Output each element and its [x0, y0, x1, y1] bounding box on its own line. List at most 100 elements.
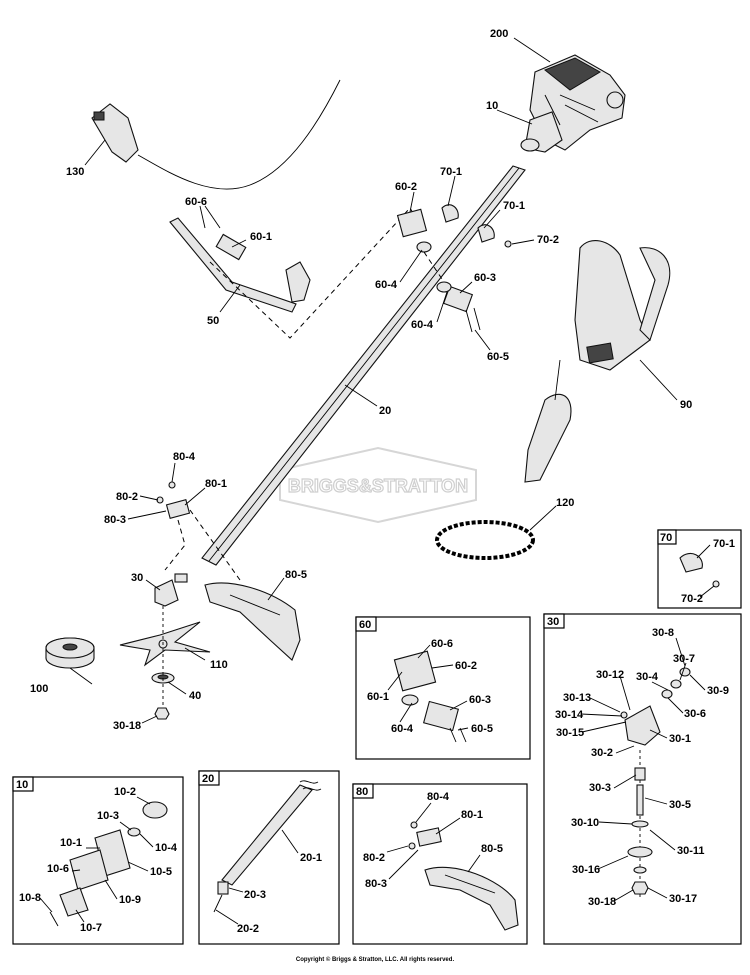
- inset-70: 70 70-1 70-2: [657, 529, 742, 609]
- callout-60-6: 60-6: [185, 196, 207, 208]
- callout-60-4b: 60-4: [411, 319, 434, 331]
- svg-text:20-1: 20-1: [300, 852, 322, 864]
- clip-part: [441, 204, 512, 248]
- callout-60-5: 60-5: [487, 351, 509, 363]
- nut-part: [154, 707, 170, 720]
- svg-text:30-2: 30-2: [591, 747, 613, 759]
- svg-text:80-1: 80-1: [461, 809, 483, 821]
- callout-80-2: 80-2: [116, 491, 138, 503]
- svg-text:60-1: 60-1: [367, 691, 389, 703]
- callout-80-4: 80-4: [173, 451, 196, 463]
- svg-text:30-4: 30-4: [636, 671, 659, 683]
- callout-60-3: 60-3: [474, 272, 496, 284]
- inset-30: 30 30-8 30-7 30-9 30-12 30-4 30-13 30-6 …: [543, 613, 742, 945]
- callout-70-1a: 70-1: [440, 166, 462, 178]
- callout-80-5: 80-5: [285, 569, 307, 581]
- svg-text:60-5: 60-5: [471, 723, 493, 735]
- callout-200: 200: [490, 28, 508, 40]
- svg-text:30-15: 30-15: [556, 727, 584, 739]
- leader-lines: [69, 37, 678, 724]
- callout-labels: 200 10 130 70-1 70-1 70-2 60-2 60-6 60-1…: [30, 28, 692, 732]
- svg-text:30-6: 30-6: [684, 708, 706, 720]
- svg-text:10-8: 10-8: [19, 892, 41, 904]
- drive-shaft-part: [201, 165, 526, 566]
- svg-text:60: 60: [359, 619, 371, 631]
- svg-text:30-7: 30-7: [673, 653, 695, 665]
- shoulder-harness-part: [524, 239, 671, 483]
- svg-text:70: 70: [660, 532, 672, 544]
- svg-text:30-8: 30-8: [652, 627, 674, 639]
- inset-80: 80 80-4 80-1 80-2 80-5 80-3: [352, 783, 528, 945]
- svg-text:30-3: 30-3: [589, 782, 611, 794]
- svg-text:30-13: 30-13: [563, 692, 591, 704]
- callout-110: 110: [210, 659, 228, 671]
- gear-head-part: [154, 573, 188, 607]
- callout-80-3: 80-3: [104, 514, 126, 526]
- inset-10: 10 10-2 10-3 10-4 10-1 10-5 10-6 10-9 10…: [12, 776, 184, 945]
- svg-text:30-11: 30-11: [677, 845, 705, 857]
- svg-text:80-3: 80-3: [365, 878, 387, 890]
- svg-text:80-5: 80-5: [481, 843, 503, 855]
- callout-60-4a: 60-4: [375, 279, 398, 291]
- svg-text:60-2: 60-2: [455, 660, 477, 672]
- svg-text:10: 10: [16, 779, 28, 791]
- guard-clamp-part: [156, 481, 191, 520]
- svg-text:10-1: 10-1: [60, 837, 82, 849]
- svg-text:80: 80: [356, 786, 368, 798]
- svg-text:10-7: 10-7: [80, 922, 102, 934]
- svg-text:20: 20: [202, 773, 214, 785]
- svg-text:60-3: 60-3: [469, 694, 491, 706]
- throttle-handle-part: [91, 79, 341, 190]
- svg-text:10-6: 10-6: [47, 863, 69, 875]
- blade-part: [119, 621, 211, 667]
- handle-bar-part: [169, 217, 311, 313]
- callout-100: 100: [30, 683, 48, 695]
- callout-30-18: 30-18: [113, 720, 141, 732]
- copyright-notice: Copyright © Briggs & Stratton, LLC. All …: [295, 957, 455, 963]
- clutch-housing-part: [520, 111, 563, 153]
- callout-10: 10: [486, 100, 498, 112]
- callout-60-2: 60-2: [395, 181, 417, 193]
- svg-text:60-6: 60-6: [431, 638, 453, 650]
- inset-60: 60 60-6 60-2 60-1 60-3 60-4 60-5: [355, 616, 531, 760]
- svg-text:70-1: 70-1: [713, 538, 735, 550]
- svg-text:30-12: 30-12: [596, 669, 624, 681]
- callout-80-1: 80-1: [205, 478, 227, 490]
- svg-text:20-2: 20-2: [237, 923, 259, 935]
- svg-text:10-3: 10-3: [97, 810, 119, 822]
- svg-text:20-3: 20-3: [244, 889, 266, 901]
- callout-130: 130: [66, 166, 84, 178]
- svg-text:30-10: 30-10: [571, 817, 599, 829]
- svg-text:10-2: 10-2: [114, 786, 136, 798]
- svg-text:10-4: 10-4: [155, 842, 178, 854]
- svg-text:30-18: 30-18: [588, 896, 616, 908]
- blade-guard-part: [204, 582, 301, 661]
- callout-40: 40: [189, 690, 201, 702]
- svg-text:30-17: 30-17: [669, 893, 697, 905]
- svg-text:30-14: 30-14: [555, 709, 584, 721]
- briggs-stratton-watermark: BRIGGS&STRATTON: [279, 446, 477, 524]
- svg-text:30-5: 30-5: [669, 799, 691, 811]
- callout-90: 90: [680, 399, 692, 411]
- clamp-assembly-part: [396, 208, 481, 333]
- svg-text:30-9: 30-9: [707, 685, 729, 697]
- callout-120: 120: [556, 497, 574, 509]
- svg-text:60-4: 60-4: [391, 723, 414, 735]
- callout-70-2: 70-2: [537, 234, 559, 246]
- trimmer-line-part: [435, 520, 535, 560]
- callout-70-1b: 70-1: [503, 200, 525, 212]
- svg-text:30-16: 30-16: [572, 864, 600, 876]
- inset-20: 20 20-1 20-3 20-2: [198, 770, 340, 945]
- svg-text:30-1: 30-1: [669, 733, 691, 745]
- svg-text:10-9: 10-9: [119, 894, 141, 906]
- svg-text:BRIGGS&STRATTON: BRIGGS&STRATTON: [288, 476, 468, 496]
- svg-text:70-2: 70-2: [681, 593, 703, 605]
- svg-text:10-5: 10-5: [150, 866, 172, 878]
- svg-text:80-2: 80-2: [363, 852, 385, 864]
- callout-30: 30: [131, 572, 143, 584]
- callout-20: 20: [379, 405, 391, 417]
- callout-60-1: 60-1: [250, 231, 272, 243]
- svg-text:80-4: 80-4: [427, 791, 450, 803]
